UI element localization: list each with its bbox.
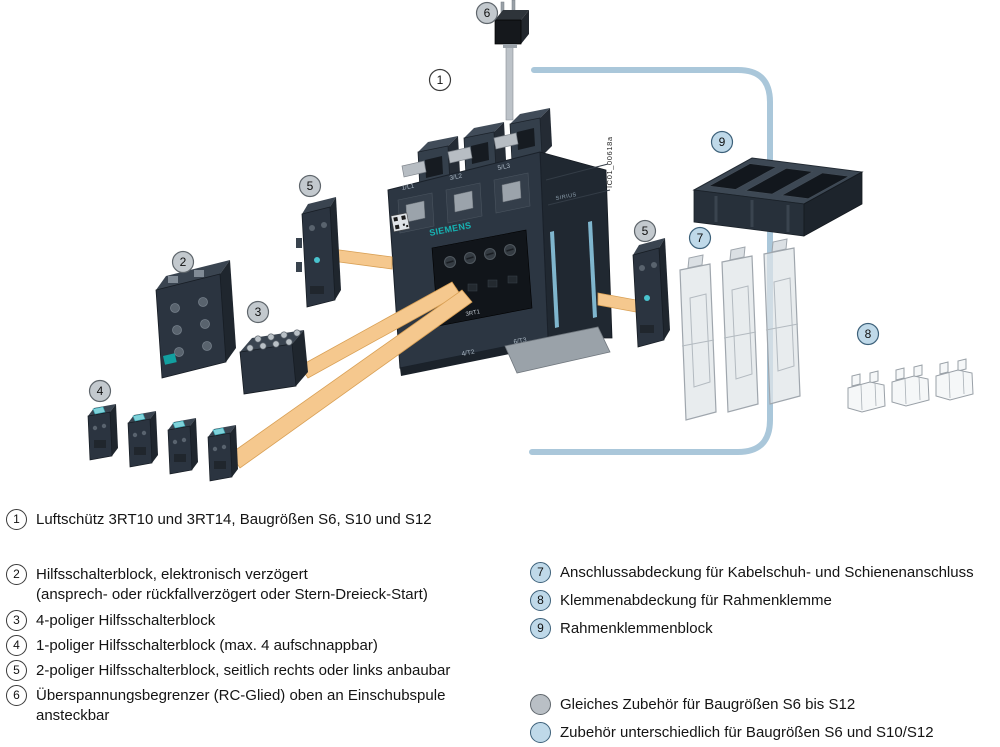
legend-badge-2: 2	[6, 564, 27, 585]
legend-text-3: 4-poliger Hilfsschalterblock	[36, 612, 216, 629]
mounting-base	[504, 326, 611, 374]
legend-text-7: Anschlussabdeckung für Kabelschuh- und S…	[560, 564, 974, 581]
legend-badge-9: 9	[530, 618, 551, 639]
callout-3-badge: 3	[246, 300, 270, 324]
svg-text:5: 5	[307, 179, 314, 193]
legend-note-gray: Gleiches Zubehör für Baugrößen S6 bis S1…	[530, 694, 998, 715]
gray-key-icon	[530, 694, 551, 715]
legend-item-6: 6 Überspannungsbegrenzer (RC-Glied) oben…	[6, 685, 522, 725]
svg-text:6: 6	[484, 6, 491, 20]
aux-block-2pole-left	[296, 197, 341, 308]
ribbon-left-lateral	[331, 248, 393, 270]
frame-terminal-block	[692, 157, 864, 237]
legend-text-6: Überspannungsbegrenzer (RC-Glied) oben a…	[36, 687, 446, 724]
legend-badge-8: 8	[530, 590, 551, 611]
coil-spindle	[505, 43, 514, 121]
figure-code-label: IC01_00618a	[605, 136, 614, 188]
legend-item-4: 4 1-poliger Hilfsschalterblock (max. 4 a…	[6, 635, 522, 656]
svg-text:5: 5	[642, 224, 649, 238]
pole-label-1: 1/L1	[401, 183, 415, 192]
aux-terminal-screws	[444, 244, 518, 296]
top-clamp	[493, 108, 552, 163]
svg-text:1: 1	[437, 73, 444, 87]
callout-7-badge: 7	[688, 226, 712, 250]
callout-5-left-badge: 5	[298, 174, 322, 198]
aux-block-2pole-right	[632, 238, 670, 348]
legend-text-9: Rahmenklemmenblock	[560, 620, 713, 637]
terminal-covers	[847, 358, 974, 413]
callout-9-badge: 9	[710, 130, 734, 154]
aux-block-1pole	[127, 411, 158, 468]
blue-key-icon	[530, 722, 551, 743]
legend-text-4: 1-poliger Hilfsschalterblock (max. 4 auf…	[36, 637, 378, 654]
teal-label	[162, 353, 177, 365]
legend-item-3: 3 4-poliger Hilfsschalterblock	[6, 610, 522, 631]
pole-label-2: 3/L2	[449, 173, 463, 182]
connection-covers	[679, 238, 801, 421]
pole-label-3: 5/L3	[497, 163, 511, 172]
svg-text:3: 3	[255, 305, 262, 319]
aux-4pole-terminals	[246, 329, 301, 352]
svg-text:7: 7	[697, 231, 704, 245]
legend-badge-6: 6	[6, 685, 27, 706]
surge-suppressor	[494, 0, 529, 121]
aux-block-delayed	[155, 260, 236, 379]
legend-text-8: Klemmenabdeckung für Rahmenklemme	[560, 592, 832, 609]
legend-item-7: 7 Anschlussabdeckung für Kabelschuh- und…	[530, 562, 998, 583]
aux-blocks-1pole	[87, 404, 238, 482]
legend-note-blue: Zubehör unterschiedlich für Baugrößen S6…	[530, 722, 998, 743]
legend-badge-3: 3	[6, 610, 27, 631]
legend-item-9: 9 Rahmenklemmenblock	[530, 618, 998, 639]
series-label: SIRIUS	[555, 192, 577, 202]
legend-note-blue-text: Zubehör unterschiedlich für Baugrößen S6…	[560, 724, 934, 741]
contactor-accessories-illustration: 1/L1 3/L2 5/L3 SIRIUS SIEMENS 3RT1	[87, 0, 974, 482]
aux-block-1pole	[87, 404, 118, 461]
svg-text:8: 8	[865, 327, 872, 341]
callout-8-badge: 8	[856, 322, 880, 346]
cyan-indicator	[314, 257, 320, 263]
aux-block-1pole	[167, 418, 198, 475]
legend-badge-7: 7	[530, 562, 551, 583]
callout-2-badge: 2	[171, 250, 195, 274]
legend-item-8: 8 Klemmenabdeckung für Rahmenklemme	[530, 590, 998, 611]
legend-note-gray-text: Gleiches Zubehör für Baugrößen S6 bis S1…	[560, 696, 856, 713]
cyan-indicator	[644, 295, 650, 301]
terminal-label-t3: 6/T3	[513, 337, 527, 346]
legend-text-5: 2-poliger Hilfsschalterblock, seitlich r…	[36, 662, 451, 679]
aux-block-screws	[170, 297, 212, 357]
qr-code-icon	[390, 212, 411, 233]
svg-text:9: 9	[719, 135, 726, 149]
legend-left-column: 1 Luftschütz 3RT10 und 3RT14, Baugrößen …	[6, 509, 522, 729]
svg-text:4: 4	[97, 384, 104, 398]
legend-right-column: 7 Anschlussabdeckung für Kabelschuh- und…	[530, 562, 998, 747]
legend-badge-1: 1	[6, 509, 27, 530]
callout-6-badge: 6	[475, 1, 499, 25]
legend-text-1: Luftschütz 3RT10 und 3RT14, Baugrößen S6…	[36, 511, 432, 528]
terminal-label-t2: 4/T2	[461, 349, 475, 358]
callout-1-badge: 1	[428, 68, 452, 92]
legend-badge-5: 5	[6, 660, 27, 681]
callout-4-badge: 4	[88, 379, 112, 403]
legend-badge-4: 4	[6, 635, 27, 656]
legend-text-2: Hilfsschalterblock, elektronisch verzöge…	[36, 566, 428, 603]
model-label: 3RT1	[465, 309, 481, 318]
legend-item-1: 1 Luftschütz 3RT10 und 3RT14, Baugrößen …	[6, 509, 522, 530]
aux-block-1pole	[207, 425, 238, 482]
svg-text:2: 2	[180, 255, 187, 269]
callout-5-right-badge: 5	[633, 219, 657, 243]
aux-block-4pole	[239, 329, 308, 395]
legend-item-2: 2 Hilfsschalterblock, elektronisch verzö…	[6, 564, 522, 604]
legend-item-5: 5 2-poliger Hilfsschalterblock, seitlich…	[6, 660, 522, 681]
